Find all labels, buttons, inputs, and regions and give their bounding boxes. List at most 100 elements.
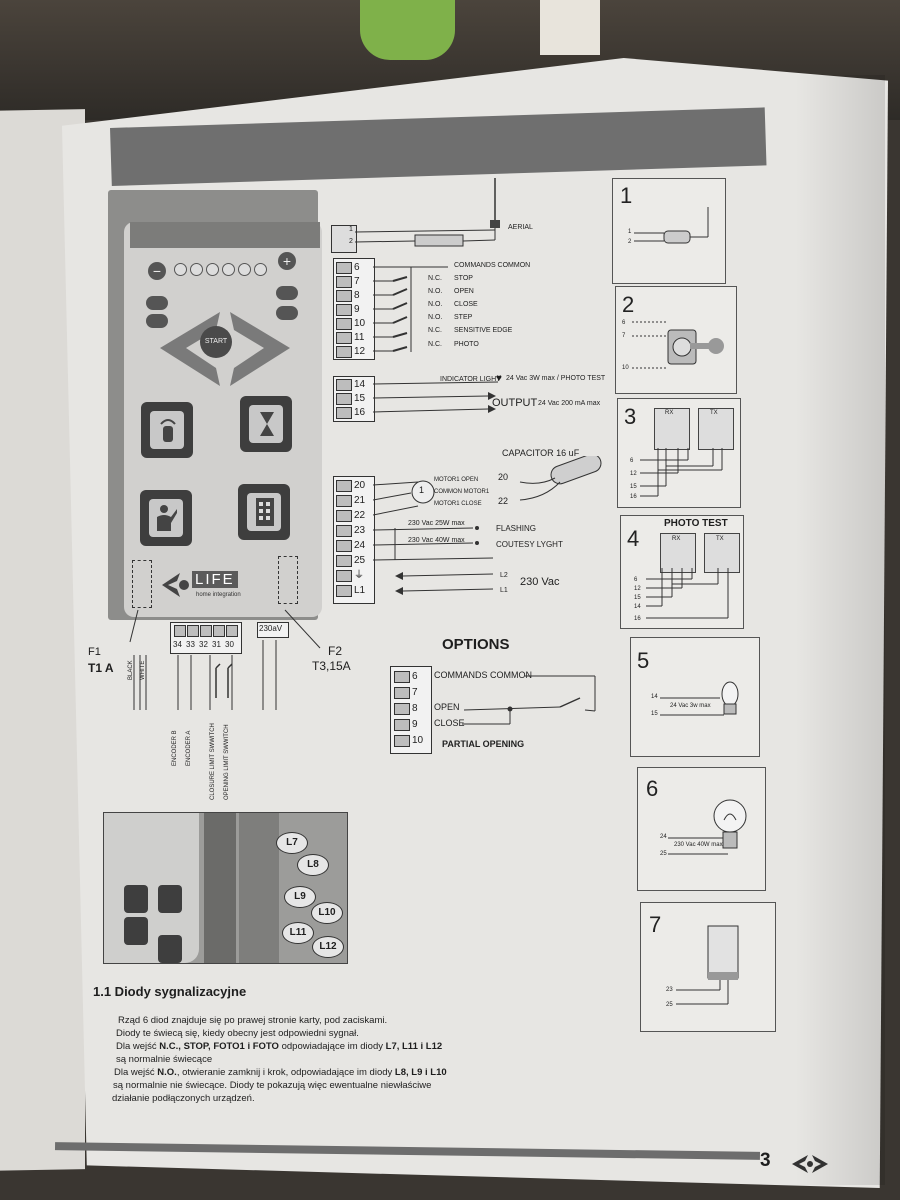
contact-type: N.O. <box>428 301 443 308</box>
life-logo-text: LIFE <box>192 571 238 588</box>
output-spec: 24 Vac 200 mA max <box>538 400 601 407</box>
encoder-b-label: ENCODER B <box>172 730 178 766</box>
lamp-spec: 24 Vac 3w max <box>670 703 711 709</box>
plus-button: + <box>278 252 296 270</box>
remote-icon-tile <box>141 402 193 458</box>
toggle-switch <box>276 306 298 320</box>
close-label: CLOSE <box>454 301 478 308</box>
paragraph-line: Rząd 6 diod znajduje się po prawej stron… <box>118 1015 388 1026</box>
remote-icon <box>160 419 176 442</box>
paragraph-line: Dla wejść N.C., STOP, FOTO1 i FOTO odpow… <box>116 1041 443 1052</box>
contact-type: N.C. <box>428 327 442 334</box>
toggle-switch <box>146 314 168 328</box>
l1-label: L1 <box>500 587 508 594</box>
bulb-icon <box>668 799 747 855</box>
sensitive-edge-label: SENSITIVE EDGE <box>454 327 513 334</box>
motor-close-label: MOTOR1 CLOSE <box>434 501 482 507</box>
terminal-row: 9 <box>336 303 374 316</box>
mains-label: 230 Vac <box>520 576 560 588</box>
partial-opening-label: PARTIAL OPENING <box>442 739 525 749</box>
motor-wiring <box>373 480 494 595</box>
step-label: STEP <box>454 314 473 321</box>
fuse-f2-value: T3,15A <box>312 659 351 673</box>
terminal-row: 12 <box>336 345 374 358</box>
rx-unit <box>654 408 690 450</box>
options-title: OPTIONS <box>442 636 510 653</box>
contact-type: N.O. <box>428 288 443 295</box>
panel-led <box>222 263 235 276</box>
box-number: 1 <box>620 183 633 208</box>
paragraph-line: Diody te świecą się, kiedy obecny jest o… <box>116 1028 359 1039</box>
terminal-row: 14 <box>336 378 374 391</box>
paragraph-line: są normalnie świecące <box>116 1054 213 1065</box>
aerial-filter-icon <box>634 207 709 244</box>
led-l7: L7 <box>276 832 308 854</box>
diagram-box-6 <box>637 767 766 891</box>
command-wiring <box>373 266 448 352</box>
tx-unit <box>698 408 734 450</box>
l2-label: L2 <box>500 572 508 579</box>
terminal-row: 7 <box>336 275 374 288</box>
mains-terminal-label: 230aV <box>259 624 283 633</box>
board-photo-inset <box>103 812 348 964</box>
flashing-spec: 230 Vac 25W max <box>408 520 465 527</box>
capacitor-terminal-22: 22 <box>498 496 509 506</box>
led-l11: L11 <box>282 922 314 944</box>
lamp-icon <box>660 681 739 716</box>
led-l10: L10 <box>311 902 343 924</box>
closure-limit-switch-label: CLOSURE LIMIT SWWITCH <box>210 723 216 800</box>
panel-led <box>254 263 267 276</box>
panel-led <box>190 263 203 276</box>
led-l12: L12 <box>312 936 344 958</box>
contact-type: N.O. <box>428 314 443 321</box>
motor-open-label: MOTOR1 OPEN <box>434 477 479 483</box>
key-switch-icon <box>632 321 724 369</box>
aerial-wiring <box>355 178 500 247</box>
paragraph-line: działanie podłączonych urządzeń. <box>112 1093 255 1104</box>
start-button: START <box>200 326 232 358</box>
paragraph-line: Dla wejść N.O., otwieranie zamknij i kro… <box>114 1067 447 1078</box>
terminal-row: 21 <box>336 494 374 507</box>
terminal-34: 34 <box>173 640 182 649</box>
photo-label: PHOTO <box>454 341 479 348</box>
box-number: 3 <box>624 404 637 429</box>
terminal-row: L1 <box>336 584 374 597</box>
capacitor-terminal-20: 20 <box>498 472 509 482</box>
lamp-icon: ♥ <box>496 373 502 384</box>
life-logo-subtitle: home integration <box>196 592 241 598</box>
bulb-spec: 230 Vac 40W max <box>674 842 723 848</box>
building-icon-tile <box>238 484 290 540</box>
person-icon-tile <box>140 490 192 546</box>
terminal-row: ⏚ <box>336 569 374 582</box>
white-wire-label: WHITE <box>140 660 146 680</box>
bottle-label <box>540 0 600 55</box>
terminal-33: 33 <box>186 640 195 649</box>
common-motor-label: COMMON MOTOR1 <box>434 489 490 495</box>
terminal-31: 31 <box>212 640 221 649</box>
terminal-row: 9 <box>394 718 432 731</box>
led-l9: L9 <box>284 886 316 908</box>
toggle-switch <box>146 296 168 310</box>
options-close: CLOSE <box>434 718 465 728</box>
section-title: 1.1 Diody sygnalizacyjne <box>93 984 247 999</box>
options-commands-common: COMMANDS COMMON <box>434 670 532 680</box>
fuse-f1-value: T1 A <box>88 661 114 675</box>
terminal-1: 1 <box>349 226 353 233</box>
contact-type: N.C. <box>428 275 442 282</box>
opening-limit-switch-label: OPENING LIMIT SWWITCH <box>224 724 230 800</box>
courtesy-label: COUTESY LYGHT <box>496 540 563 549</box>
page-number: 3 <box>760 1150 771 1171</box>
panel-led <box>174 263 187 276</box>
terminal-row: 23 <box>336 524 374 537</box>
stop-label: STOP <box>454 275 473 282</box>
box-number: 2 <box>622 292 635 317</box>
rx-unit <box>660 533 696 573</box>
minus-button: − <box>148 262 166 280</box>
terminal-row: 10 <box>336 317 374 330</box>
relay-icon <box>676 925 739 1005</box>
panel-led <box>206 263 219 276</box>
led-l8: L8 <box>297 854 329 876</box>
open-label: OPEN <box>454 288 474 295</box>
panel-led <box>238 263 251 276</box>
terminal-row: 8 <box>336 289 374 302</box>
